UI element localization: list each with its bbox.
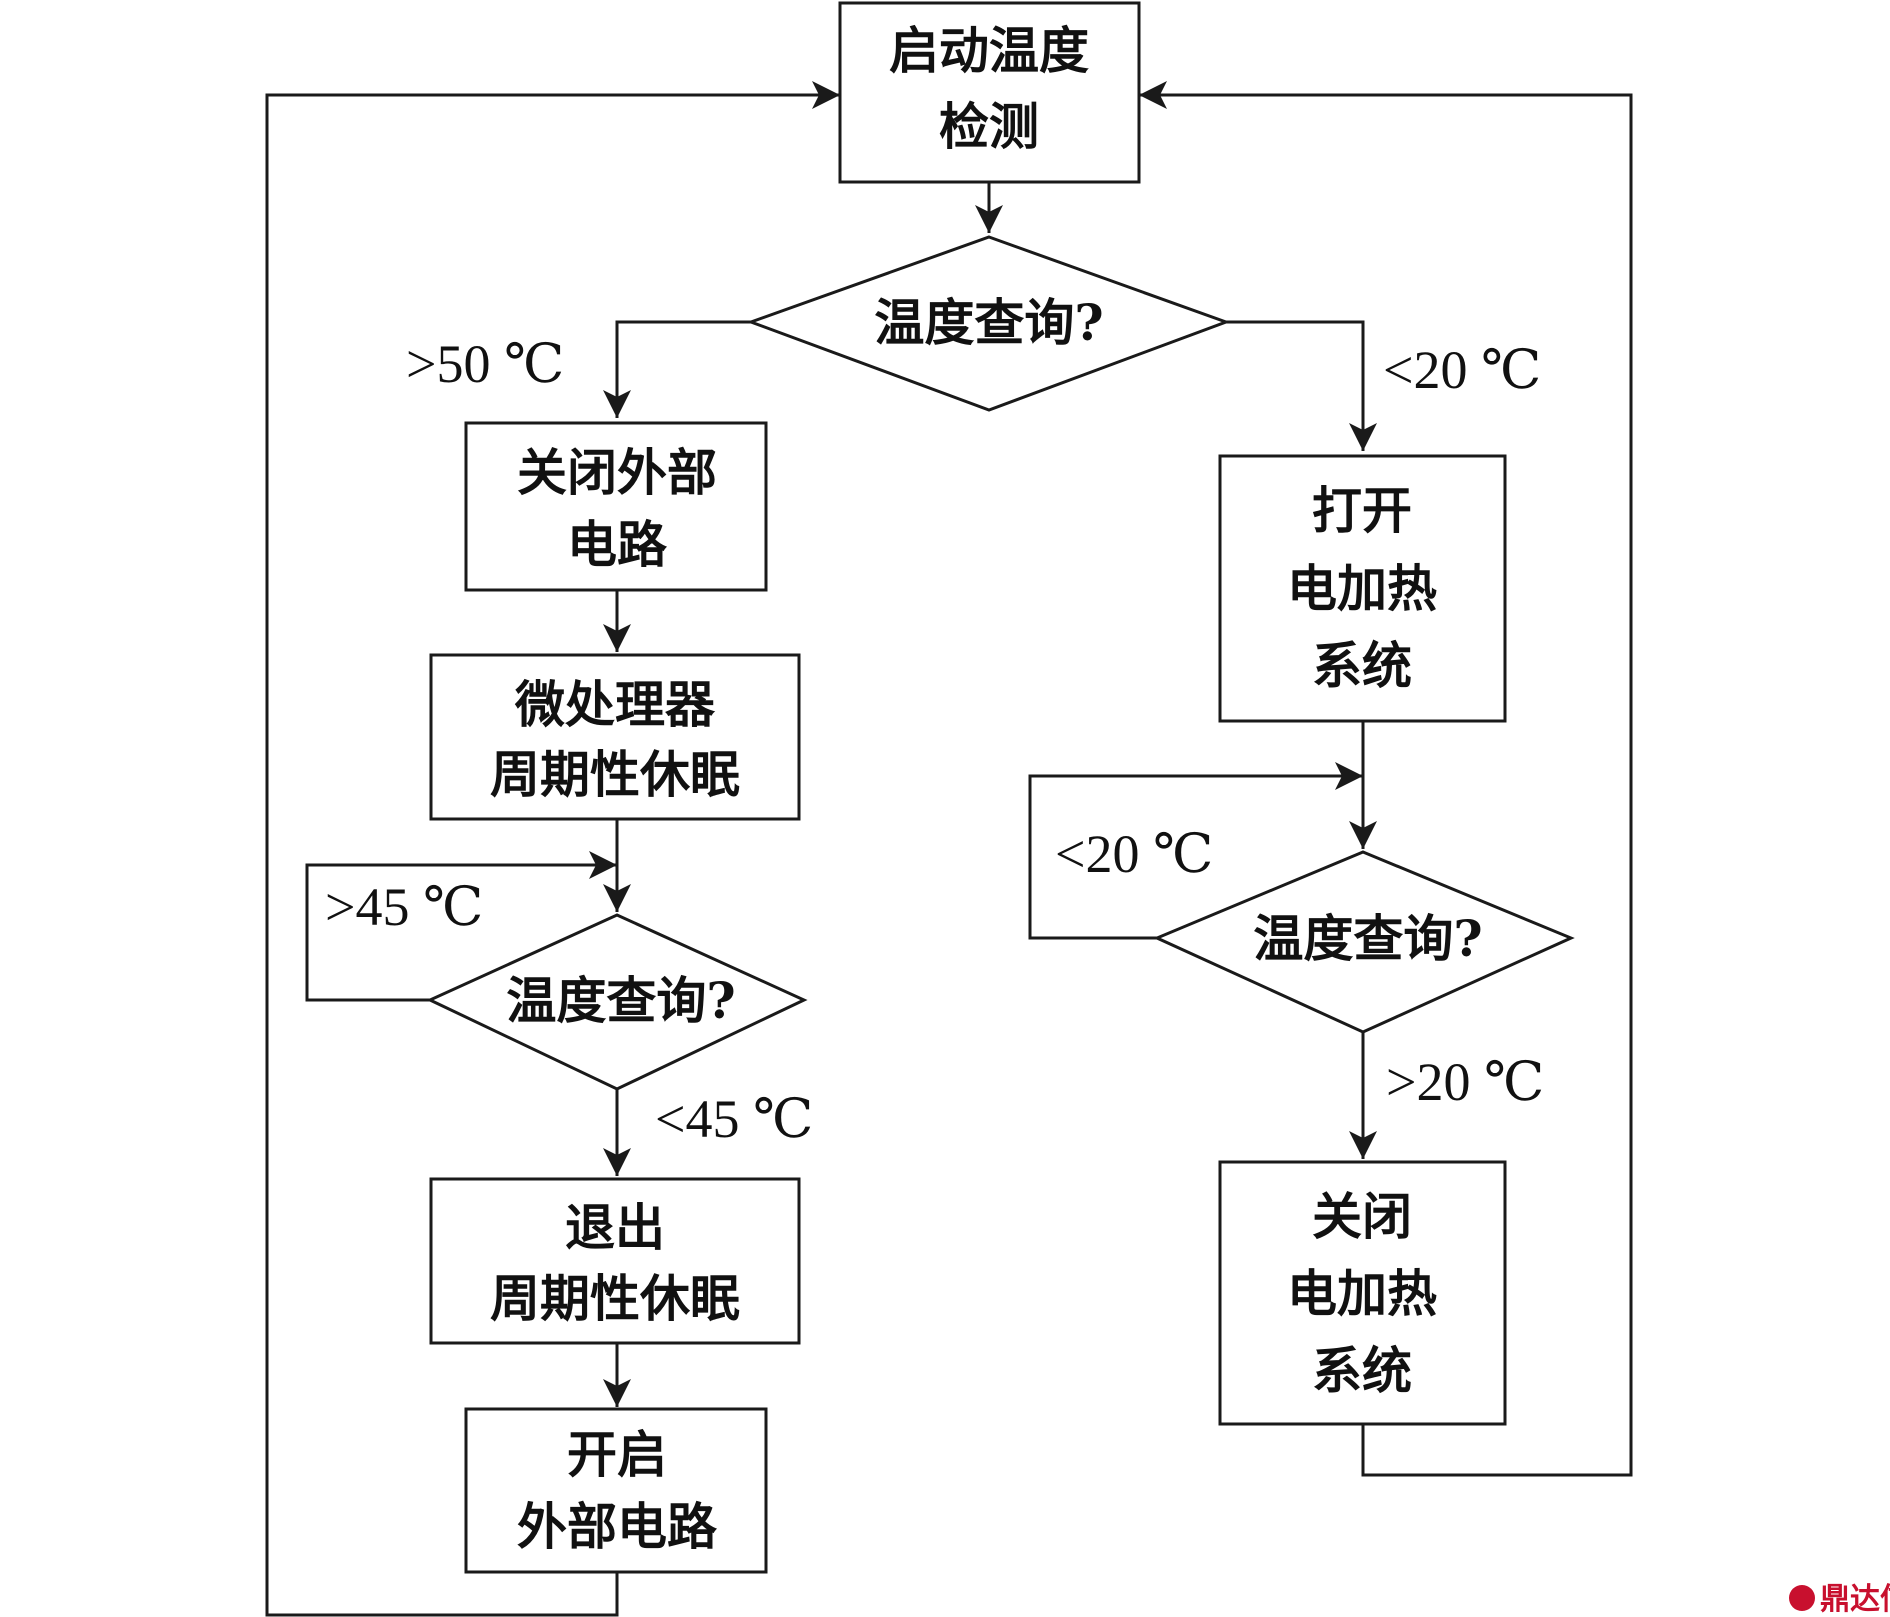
open-external-text-line-1: 开启 xyxy=(567,1425,667,1484)
heater-off-text-line-1: 关闭 xyxy=(1312,1187,1412,1246)
label-gt50: >50 ℃ xyxy=(406,334,564,394)
exit-sleep-text-line-2: 周期性休眠 xyxy=(490,1269,740,1328)
watermark-logo-icon xyxy=(1789,1585,1815,1611)
edge-labels: >50 ℃ <20 ℃ >45 ℃ <45 ℃ <20 ℃ >20 ℃ xyxy=(325,334,1544,1149)
query-right-text: 温度查询? xyxy=(1253,909,1482,968)
close-external-text-line-2: 电路 xyxy=(567,515,668,574)
query-left-diamond: 温度查询? xyxy=(426,913,808,1091)
edge-loop-lt20 xyxy=(1028,762,1363,940)
open-external-text-line-2: 外部电路 xyxy=(517,1497,718,1556)
edge-heater-off-back-to-start xyxy=(1139,81,1633,1477)
edge-open-back-to-start xyxy=(265,81,840,1617)
query-left-text: 温度查询? xyxy=(506,971,735,1030)
edge-loop-gt45 xyxy=(305,851,617,1002)
heater-off-box: 关闭 电加热 系统 xyxy=(1218,1160,1507,1426)
close-external-text-line-1: 关闭外部 xyxy=(517,443,717,502)
close-external-circuit-box: 关闭外部 电路 xyxy=(464,421,768,592)
query-right-diamond: 温度查询? xyxy=(1153,850,1575,1034)
heater-off-text-line-3: 系统 xyxy=(1312,1341,1412,1400)
open-external-circuit-box: 开启 外部电路 xyxy=(464,1407,768,1574)
edge-query-gt50 xyxy=(603,320,751,418)
sleep-text-line-2: 周期性休眠 xyxy=(490,745,740,804)
start-text-line-1: 启动温度 xyxy=(889,21,1089,80)
heater-on-text-line-2: 电加热 xyxy=(1287,559,1437,618)
label-lt45: <45 ℃ xyxy=(655,1089,813,1149)
label-lt20-loop: <20 ℃ xyxy=(1055,824,1213,884)
label-lt20-top: <20 ℃ xyxy=(1383,340,1541,400)
label-gt20: >20 ℃ xyxy=(1386,1052,1544,1112)
start-text-line-2: 检测 xyxy=(939,97,1039,156)
query-main-diamond: 温度查询? xyxy=(746,235,1231,412)
query-main-text: 温度查询? xyxy=(874,293,1103,352)
start-box: 启动温度 检测 xyxy=(838,1,1141,184)
heater-on-box: 打开 电加热 系统 xyxy=(1218,454,1507,723)
watermark-text: 鼎达信 xyxy=(1820,1582,1890,1617)
sleep-text-line-1: 微处理器 xyxy=(514,675,716,734)
watermark: 鼎达信 xyxy=(1789,1582,1890,1617)
periodic-sleep-box: 微处理器 周期性休眠 xyxy=(429,653,801,821)
heater-on-text-line-3: 系统 xyxy=(1312,636,1412,695)
label-gt45: >45 ℃ xyxy=(325,877,483,937)
exit-sleep-text-line-1: 退出 xyxy=(565,1198,665,1257)
edge-query-lt20 xyxy=(1226,320,1377,451)
connectors xyxy=(265,81,1633,1617)
heater-off-text-line-2: 电加热 xyxy=(1287,1264,1437,1323)
heater-on-text-line-1: 打开 xyxy=(1312,481,1412,540)
exit-sleep-box: 退出 周期性休眠 xyxy=(429,1177,801,1345)
